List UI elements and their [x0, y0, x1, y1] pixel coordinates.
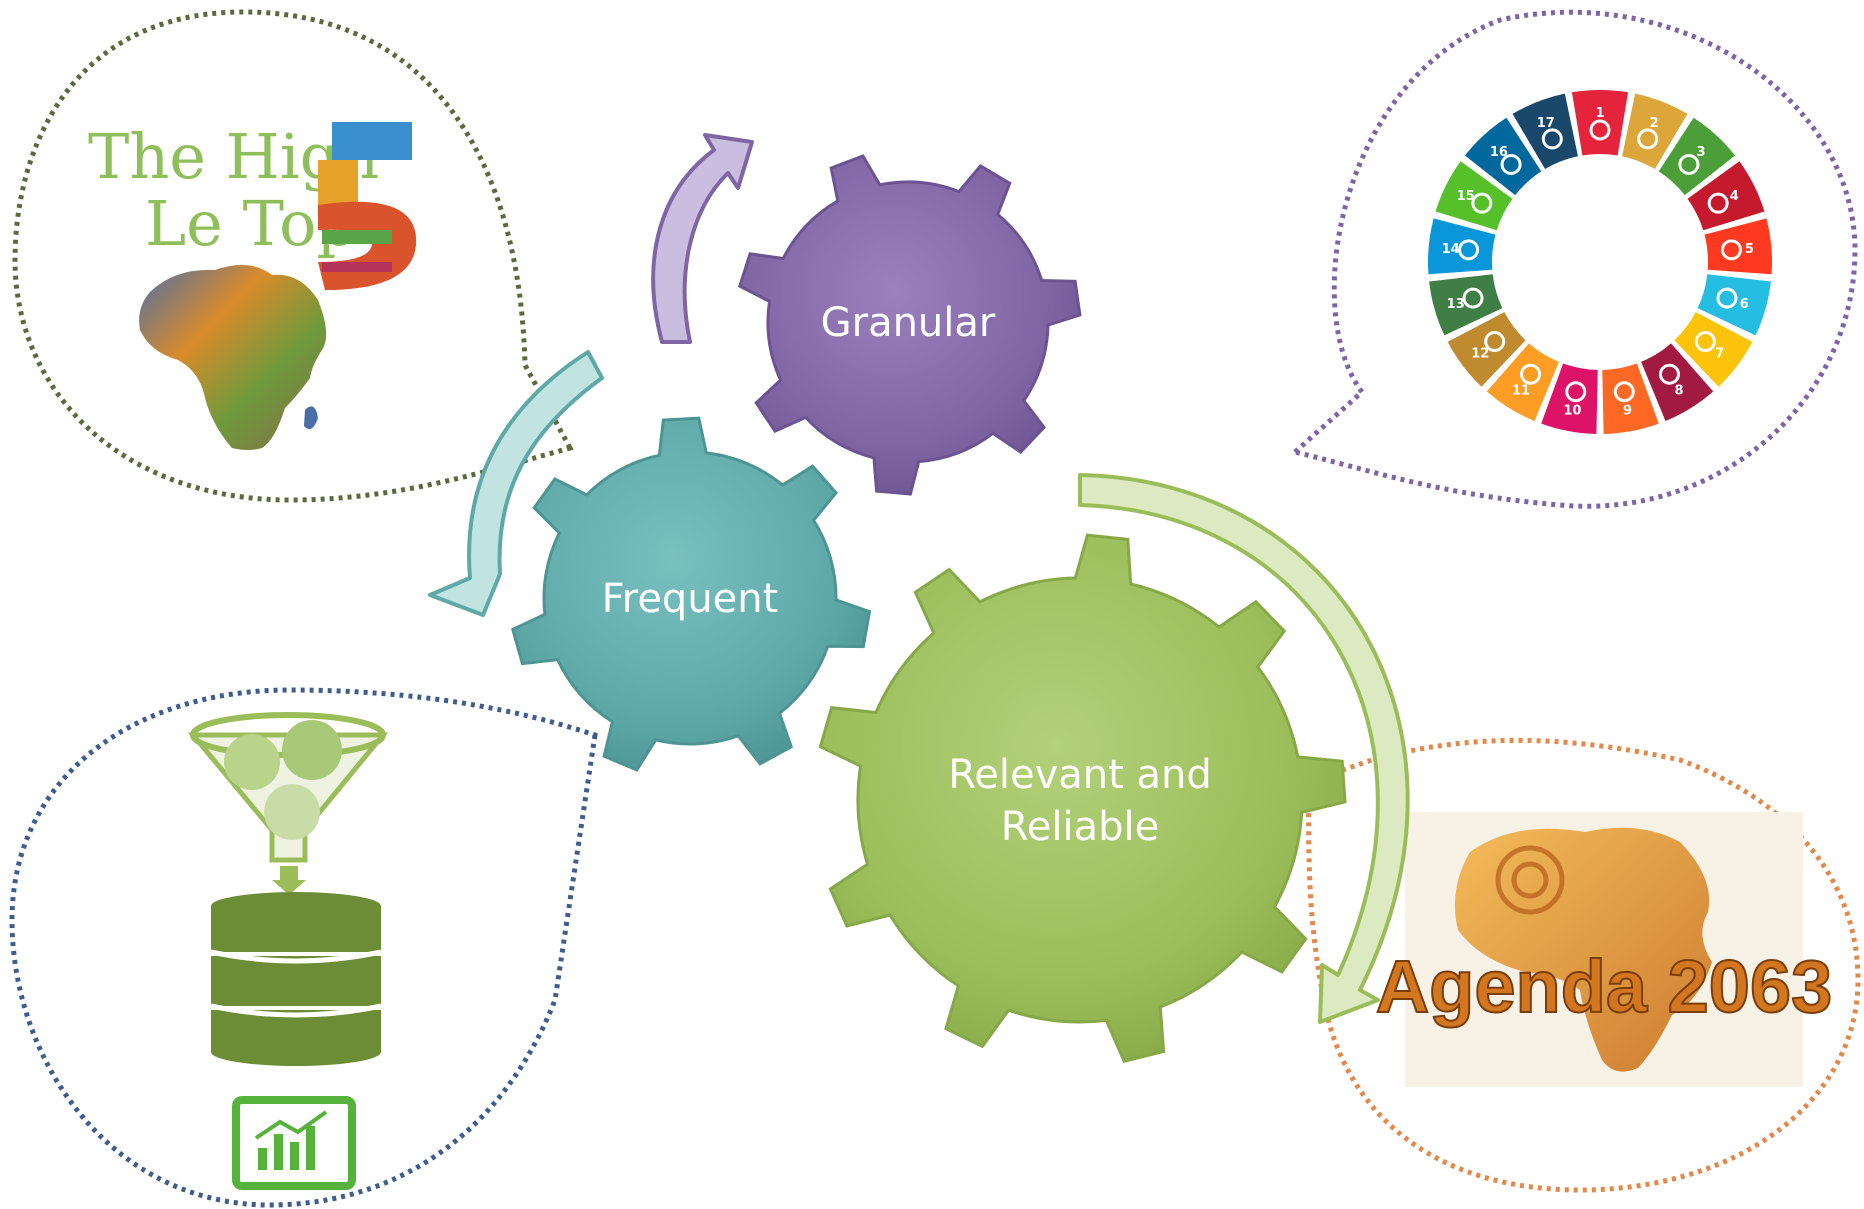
- sdg-segment: [1435, 161, 1513, 231]
- sdg-number: 12: [1471, 346, 1489, 361]
- sdg-number: 6: [1740, 297, 1749, 312]
- sdg-goal-icon: [1500, 153, 1522, 175]
- sdg-goal-icon: [1462, 287, 1484, 309]
- sdg-number: 10: [1563, 403, 1581, 418]
- gear-relevant-shape: [818, 533, 1347, 1064]
- sdg-number: 8: [1674, 384, 1683, 399]
- sdg-number: 5: [1745, 242, 1754, 257]
- sdg-goal-icon: [1658, 363, 1680, 385]
- number-five-icon: [318, 122, 417, 290]
- sdg-number: 14: [1442, 242, 1460, 257]
- sdg-goal-icon: [1520, 363, 1542, 385]
- sdg-number: 7: [1715, 346, 1724, 361]
- gear-relevant-label: Relevant and: [948, 752, 1212, 798]
- sdg-goal-icon: [1707, 192, 1729, 214]
- africa-photo-collage-icon: [139, 265, 327, 450]
- sdg-segment: [1464, 117, 1542, 196]
- bubble-bottom-right: Agenda 2063: [1305, 737, 1861, 1193]
- arrow-purple: [651, 133, 754, 344]
- sdg-segment: [1687, 161, 1765, 231]
- sdg-number: 3: [1697, 145, 1706, 160]
- sdg-number: 4: [1730, 189, 1739, 204]
- sdg-segment: [1658, 117, 1736, 196]
- sdg-number: 15: [1457, 189, 1475, 204]
- bubble-bottom-left: [9, 687, 598, 1208]
- arrow-teal: [428, 350, 604, 617]
- sdg-number: 11: [1512, 384, 1530, 399]
- sdg-goal-icon: [1716, 287, 1738, 309]
- bubble-top-left: The High Le Top: [12, 9, 574, 503]
- bubble-bottom-right-border: [1305, 737, 1861, 1193]
- sdg-number: 16: [1490, 145, 1508, 160]
- sdg-number: 9: [1623, 403, 1632, 418]
- gear-frequent-shape: [511, 416, 872, 772]
- sdg-number: 17: [1537, 116, 1555, 131]
- chart-monitor-icon: [232, 1096, 356, 1190]
- gear-frequent-label: Frequent: [602, 576, 779, 622]
- gear-relevant-label: Reliable: [1001, 804, 1159, 850]
- arrow-green: [1078, 473, 1410, 1024]
- sdg-goal-icon: [1637, 128, 1659, 150]
- sdg-goal-icon: [1694, 331, 1716, 353]
- sdg-segment: [1674, 312, 1753, 387]
- gear-granular-label: Granular: [821, 300, 996, 346]
- sdg-goal-icon: [1565, 381, 1587, 403]
- sdg-goal-icon: [1484, 331, 1506, 353]
- gear-frequent: Frequent: [511, 416, 872, 772]
- agenda-title: Agenda 2063: [1376, 945, 1833, 1028]
- sdg-segment: [1486, 343, 1559, 422]
- sdg-goal-icon: [1720, 239, 1742, 261]
- gear-granular-shape: [737, 154, 1082, 496]
- sdg-goal-icon: [1458, 239, 1480, 261]
- sdg-goal-icon: [1471, 192, 1493, 214]
- sdg-number: 1: [1595, 106, 1604, 121]
- sdg-goal-icon: [1541, 128, 1563, 150]
- sdg-goal-icon: [1678, 153, 1700, 175]
- sdg-segment: [1571, 89, 1629, 156]
- high-five-logo: The High Le Top: [88, 120, 417, 450]
- sdg-number: 2: [1650, 116, 1659, 131]
- agenda-2063-logo: Agenda 2063: [1375, 812, 1833, 1087]
- sdg-goal-icon: [1589, 119, 1611, 141]
- sdg-segment: [1641, 343, 1714, 422]
- funnel-filter-icon: [187, 712, 389, 895]
- database-icon: [210, 892, 382, 1066]
- sdg-segment: [1447, 312, 1526, 387]
- gear-granular: Granular: [737, 154, 1082, 496]
- bubble-top-right-border: [1289, 9, 1858, 509]
- sdg-goal-icon: [1613, 381, 1635, 403]
- sdg-number: 13: [1447, 297, 1465, 312]
